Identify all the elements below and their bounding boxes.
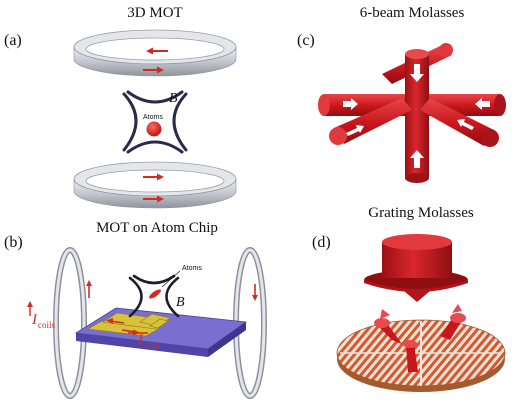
diffracted-beam bbox=[374, 309, 402, 344]
atoms-pointer-line bbox=[161, 270, 181, 288]
bottom-coil-ring bbox=[73, 161, 237, 209]
diffracted-beam bbox=[440, 304, 466, 340]
current-arrow-icon bbox=[86, 280, 92, 298]
coil-current-label: I coils bbox=[27, 301, 55, 330]
current-arrow-icon bbox=[143, 173, 164, 181]
chip-current-arrows bbox=[106, 318, 140, 336]
field-label-b: B bbox=[169, 91, 178, 106]
beam-arrow-icon bbox=[457, 119, 474, 130]
panel-b: (b) MOT on Atom Chip bbox=[4, 220, 267, 399]
chip-current-label: I chip bbox=[128, 332, 160, 350]
panel-b-label: (b) bbox=[4, 234, 23, 251]
chip-atom-cloud bbox=[149, 289, 161, 299]
panel-c: (c) 6-beam Molasses bbox=[297, 5, 506, 183]
beam-diagonal-right bbox=[420, 98, 499, 147]
panel-b-title: MOT on Atom Chip bbox=[96, 220, 218, 236]
left-coil-ring bbox=[53, 247, 92, 399]
current-arrow-icon bbox=[252, 284, 258, 301]
field-direction-marks bbox=[137, 103, 173, 141]
beam-arrow-icon bbox=[410, 150, 424, 168]
incident-beam-cylinder bbox=[364, 234, 468, 302]
chip-atoms-label: Atoms bbox=[182, 265, 202, 272]
current-arrow-icon bbox=[146, 47, 168, 55]
beam-arrow-icon bbox=[346, 125, 364, 136]
panel-c-title: 6-beam Molasses bbox=[360, 5, 465, 21]
chip-current-subscript: chip bbox=[144, 340, 160, 350]
panel-d: (d) Grating Molasses bbox=[312, 205, 506, 392]
chip-wire bbox=[87, 312, 171, 337]
atom-cloud bbox=[146, 121, 162, 137]
panel-d-title: Grating Molasses bbox=[368, 205, 474, 221]
chip-field-lines bbox=[128, 274, 180, 318]
chip-field-label-b: B bbox=[176, 295, 185, 310]
panel-a-label: (a) bbox=[4, 32, 22, 49]
panel-a: (a) 3D MOT bbox=[4, 5, 237, 209]
quadrupole-field-lines bbox=[122, 90, 188, 154]
panel-d-label: (d) bbox=[312, 234, 331, 251]
beam-arrow-icon bbox=[343, 98, 358, 110]
chip-current-symbol: I bbox=[137, 332, 144, 348]
panel-c-label: (c) bbox=[297, 32, 315, 49]
diffracted-beam bbox=[403, 340, 418, 372]
atom-chip bbox=[74, 307, 248, 357]
atoms-label: Atoms bbox=[143, 114, 163, 121]
panel-a-title: 3D MOT bbox=[127, 5, 182, 21]
current-arrow-icon bbox=[143, 66, 164, 74]
diffraction-grating bbox=[336, 319, 506, 392]
beam-arrow-icon bbox=[410, 64, 424, 82]
beam-arrow-icon bbox=[475, 98, 490, 110]
current-arrow-icon bbox=[143, 195, 164, 203]
coil-current-symbol: I bbox=[31, 312, 38, 328]
coil-current-subscript: coils bbox=[38, 320, 55, 330]
top-coil-ring bbox=[73, 29, 237, 77]
